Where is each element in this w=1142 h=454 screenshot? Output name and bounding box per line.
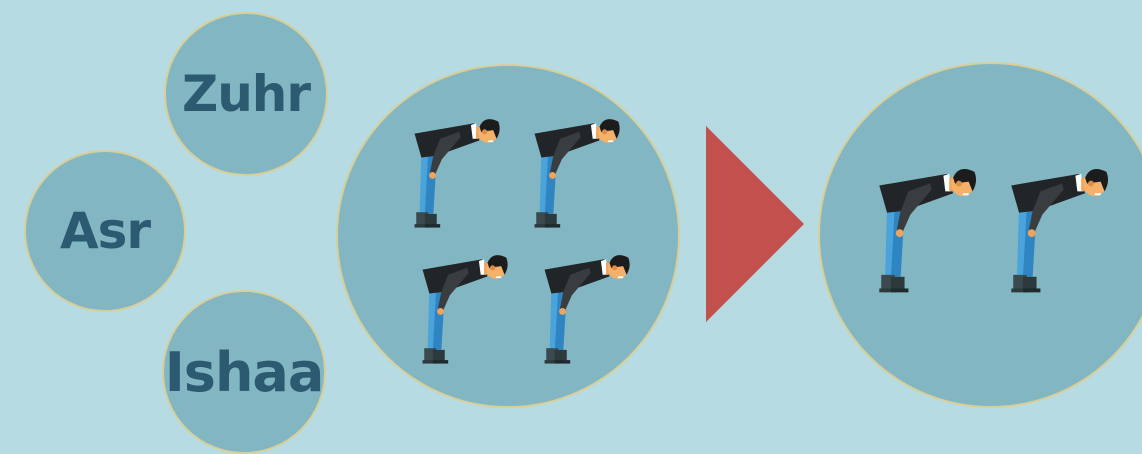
four-rakah-group-circle	[336, 64, 680, 408]
two-rakah-group-circle	[818, 62, 1142, 408]
prayer-label-ishaa: Ishaa	[165, 341, 324, 404]
bowing-person-icon	[866, 168, 980, 304]
prayer-label-zuhr: Zuhr	[182, 65, 310, 123]
prayer-circle-ishaa: Ishaa	[162, 290, 326, 454]
bowing-person-icon	[526, 118, 620, 238]
prayer-circle-asr: Asr	[24, 150, 186, 312]
prayer-label-asr: Asr	[60, 202, 150, 260]
bowing-person-icon	[536, 254, 630, 374]
bowing-person-icon	[998, 168, 1112, 304]
bowing-person-icon	[414, 254, 508, 374]
bowing-person-icon	[406, 118, 500, 238]
prayer-circle-zuhr: Zuhr	[164, 12, 328, 176]
arrow-right-icon	[706, 126, 806, 322]
